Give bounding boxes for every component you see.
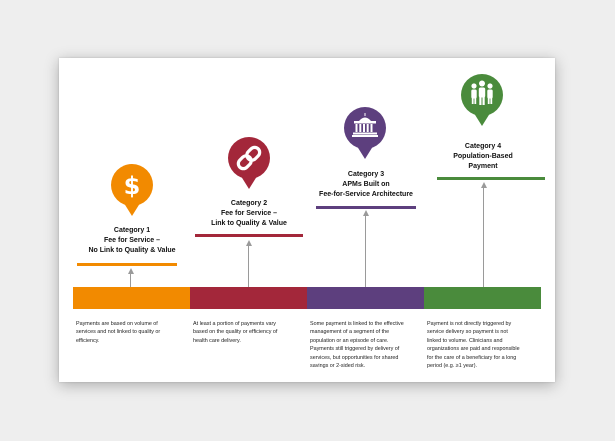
category-1-title: Category 1	[113, 227, 151, 234]
category-2-description: At least a portion of payments vary base…	[193, 320, 305, 345]
dollar-icon: $	[111, 164, 153, 216]
category-2-line-2: Link to Quality & Value	[211, 220, 287, 227]
category-4-underline	[437, 177, 545, 180]
category-2-desc-line-3: health care delivery.	[193, 337, 241, 344]
category-2-line-1: Fee for Service –	[220, 210, 278, 217]
category-4-desc-line-2: service delivery so payment is not	[427, 329, 508, 336]
category-3-desc-line-5: services, but opportunities for shared	[310, 354, 399, 361]
svg-text:$: $	[124, 172, 141, 200]
category-2-arrowhead	[246, 240, 252, 246]
category-4-stem	[483, 186, 484, 287]
category-1-line-2: No Link to Quality & Value	[88, 247, 176, 254]
category-2-desc-line-2: based on the quality or efficiency of	[193, 329, 278, 336]
category-4-arrowhead	[481, 182, 487, 188]
category-3-line-2: Fee-for-Service Architecture	[319, 191, 413, 198]
category-1-label: Category 1 Fee for Service – No Link to …	[69, 226, 195, 256]
category-1-line-1: Fee for Service –	[103, 237, 161, 244]
chain-link-icon	[228, 137, 270, 189]
category-2-desc-line-1: At least a portion of payments vary	[193, 321, 276, 327]
category-2-bar	[190, 287, 307, 309]
category-4-label: Category 4 Population-Based Payment	[420, 142, 546, 172]
category-3-title: Category 3	[347, 171, 385, 178]
category-2-title: Category 2	[230, 200, 268, 207]
category-3-desc-line-1: Some payment is linked to the effective	[310, 321, 404, 327]
category-4-desc-line-5: for the care of a beneficiary for a long	[427, 354, 517, 361]
category-4-line-2: Payment	[468, 163, 498, 170]
category-1-desc-line-2: services and not linked to quality or	[76, 329, 161, 336]
category-4-description: Payment is not directly triggered by ser…	[427, 320, 541, 370]
category-3-pin	[343, 106, 387, 162]
category-3-desc-line-2: management of a segment of the	[310, 329, 390, 336]
category-1-desc-line-1: Payments are based on volume of	[76, 321, 158, 327]
category-4-desc-line-1: Payment is not directly triggered by	[427, 321, 512, 327]
category-3-desc-line-6: savings or 2-sided risk.	[310, 363, 366, 370]
category-2-pin	[227, 136, 271, 192]
category-3-description: Some payment is linked to the effective …	[310, 320, 424, 370]
category-4-desc-line-4: organizations are paid and responsible	[427, 346, 520, 353]
category-3-arrowhead	[363, 210, 369, 216]
category-4-title: Category 4	[464, 143, 502, 150]
category-1-desc-line-3: efficiency.	[76, 337, 100, 344]
category-3-bar	[307, 287, 424, 309]
category-2-stem	[248, 244, 249, 287]
category-4-desc-line-3: linked to volume. Clinicians and	[427, 337, 503, 344]
category-4-bar	[424, 287, 541, 309]
category-1-pin: $	[110, 163, 154, 219]
category-2-underline	[195, 234, 303, 237]
government-building-icon	[344, 107, 386, 159]
category-4-pin	[460, 73, 504, 129]
category-4-line-1: Population-Based	[453, 153, 513, 160]
category-1-stem	[130, 272, 131, 287]
category-3-desc-line-4: Payments still triggered by delivery of	[310, 346, 400, 353]
category-1-description: Payments are based on volume of services…	[76, 320, 188, 345]
payment-model-framework-card: $ Category 1 Fee for Service – No Link t…	[59, 58, 555, 382]
category-3-stem	[365, 214, 366, 287]
category-2-label: Category 2 Fee for Service – Link to Qua…	[186, 199, 312, 229]
category-1-underline	[77, 263, 177, 266]
population-group-icon	[461, 74, 503, 126]
category-3-desc-line-3: population or an episode of care.	[310, 337, 389, 344]
category-4-desc-line-6: period (e.g. ≥1 year).	[427, 363, 478, 370]
category-3-line-1: APMs Built on	[342, 181, 390, 188]
category-3-label: Category 3 APMs Built on Fee-for-Service…	[303, 170, 429, 200]
category-1-bar	[73, 287, 190, 309]
category-3-underline	[316, 206, 416, 209]
category-1-arrowhead	[128, 268, 134, 274]
